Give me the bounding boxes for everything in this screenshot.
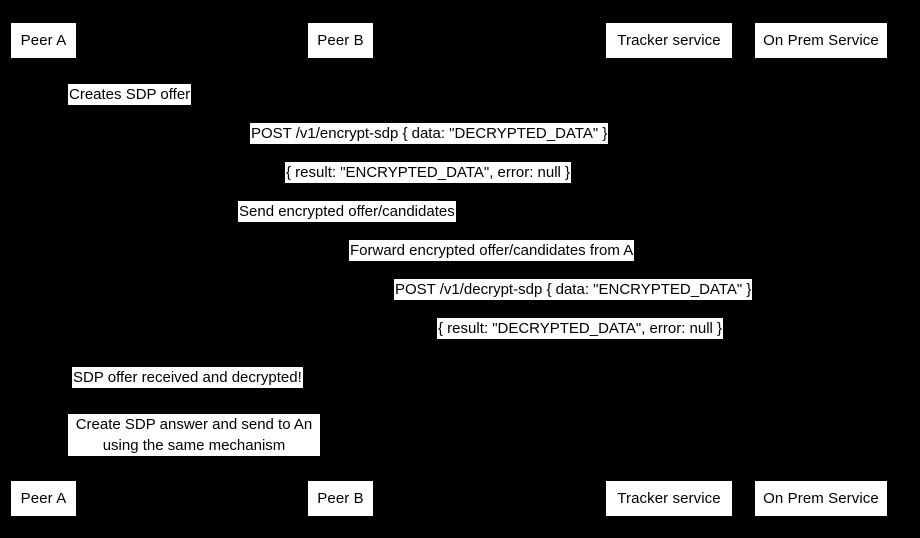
arrow-sdp-offer-received	[340, 389, 395, 390]
participant-label: On Prem Service	[763, 490, 879, 507]
arrow-head-create-sdp-answer	[340, 453, 347, 461]
arrow-head-post-encrypt-sdp	[814, 141, 821, 149]
arrow-post-decrypt-sdp	[340, 301, 821, 302]
arrow-creates-sdp-offer	[43, 106, 98, 107]
arrow-decrypt-sdp-response	[340, 340, 821, 341]
arrow-post-encrypt-sdp	[43, 145, 821, 146]
participant-label: Tracker service	[617, 32, 721, 49]
message-label-decrypt-sdp-response: { result: "DECRYPTED_DATA", error: null …	[437, 318, 724, 339]
message-label-line-2: using the same mechanism	[102, 437, 286, 454]
arrow-head-encrypt-sdp-response	[43, 180, 50, 188]
arrow-head-forward-encrypted-offer	[340, 258, 347, 266]
arrow-send-encrypted-offer	[43, 223, 668, 224]
message-label-sdp-offer-received: SDP offer received and decrypted!	[72, 367, 303, 388]
participant-label: Peer B	[317, 32, 364, 49]
message-label-encrypt-sdp-response: { result: "ENCRYPTED_DATA", error: null …	[285, 162, 572, 183]
lifeline-on-prem-service	[821, 59, 822, 480]
participant-label: Tracker service	[617, 490, 721, 507]
lifeline-tracker-service	[668, 59, 669, 480]
message-label-post-decrypt-sdp: POST /v1/decrypt-sdp { data: "ENCRYPTED_…	[394, 279, 753, 300]
arrow-head-decrypt-sdp-response	[340, 336, 347, 344]
participant-header-on-prem-service[interactable]: On Prem Service	[754, 22, 888, 59]
lifeline-peer-a	[43, 59, 44, 480]
message-label-forward-encrypted-offer: Forward encrypted offer/candidates from …	[349, 240, 635, 261]
arrow-head-creates-sdp-offer	[43, 102, 50, 110]
message-label-send-encrypted-offer: Send encrypted offer/candidates	[238, 201, 456, 222]
participant-footer-on-prem-service[interactable]: On Prem Service	[754, 480, 888, 517]
participant-label: Peer A	[20, 32, 67, 49]
message-label-creates-sdp-offer: Creates SDP offer	[68, 84, 192, 105]
message-label-line-1: Create SDP answer and send to An	[75, 416, 313, 433]
participant-label: Peer B	[317, 490, 364, 507]
message-label-create-sdp-answer: Create SDP answer and send to An using t…	[68, 414, 320, 456]
arrow-encrypt-sdp-response	[43, 184, 821, 185]
participant-header-tracker-service[interactable]: Tracker service	[605, 22, 733, 59]
participant-label: On Prem Service	[763, 32, 879, 49]
arrow-head-send-encrypted-offer	[661, 219, 668, 227]
participant-footer-peer-a[interactable]: Peer A	[10, 480, 77, 517]
participant-footer-tracker-service[interactable]: Tracker service	[605, 480, 733, 517]
message-label-post-encrypt-sdp: POST /v1/encrypt-sdp { data: "DECRYPTED_…	[250, 123, 609, 144]
participant-label: Peer A	[20, 490, 67, 507]
participant-header-peer-b[interactable]: Peer B	[307, 22, 374, 59]
arrow-head-sdp-offer-received	[340, 385, 347, 393]
arrow-create-sdp-answer	[340, 457, 395, 458]
arrow-forward-encrypted-offer	[340, 262, 668, 263]
arrow-head-post-decrypt-sdp	[814, 297, 821, 305]
lifeline-peer-b	[340, 59, 341, 480]
participant-header-peer-a[interactable]: Peer A	[10, 22, 77, 59]
participant-footer-peer-b[interactable]: Peer B	[307, 480, 374, 517]
